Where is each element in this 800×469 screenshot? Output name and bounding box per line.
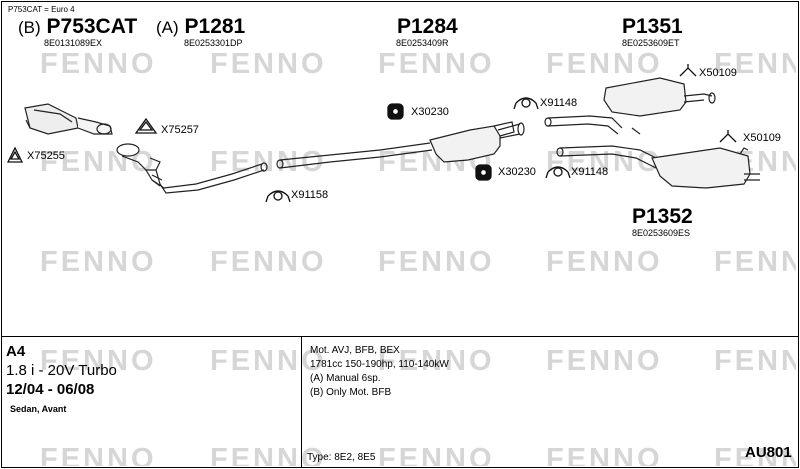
oe-number: 8E0253609ET	[622, 38, 680, 48]
gasket-icon	[6, 146, 24, 163]
fitting-label: X91148	[571, 166, 609, 178]
fitting-label: X30230	[411, 106, 449, 118]
gasket-icon	[134, 117, 158, 134]
watermark: FENNO	[378, 246, 495, 278]
clamp-icon	[513, 97, 539, 110]
watermark: FENNO	[714, 48, 796, 80]
watermark: FENNO	[210, 345, 327, 377]
catalyst-p753cat-drawing	[24, 103, 113, 135]
fitting-label: X91148	[540, 97, 578, 109]
rubber-mount-icon	[387, 103, 404, 120]
watermark: FENNO	[714, 443, 796, 466]
part-code-p1284: P1284	[397, 15, 458, 38]
watermark: FENNO	[378, 345, 495, 377]
fitting-label: X75257	[161, 124, 199, 136]
spec-note-a: (A) Manual 6sp.	[310, 373, 381, 384]
watermark: FENNO	[378, 443, 495, 466]
vehicle-engine: 1.8 i - 20V Turbo	[6, 362, 117, 379]
part-code-p1352: P1352	[632, 205, 693, 228]
watermark: FENNO	[40, 345, 157, 377]
watermark: FENNO	[40, 48, 157, 80]
watermark: FENNO	[546, 48, 663, 80]
rear-silencer-p1352-drawing	[556, 145, 760, 189]
vehicle-body: Sedan, Avant	[10, 404, 67, 414]
fitting-label: X91158	[291, 189, 329, 201]
vehicle-years: 12/04 - 06/08	[6, 381, 95, 398]
info-divider	[301, 336, 302, 467]
oe-number: 8E0253609ES	[632, 228, 691, 238]
info-divider	[1, 336, 798, 337]
hanger-icon	[719, 130, 737, 143]
part-code-p1351: P1351	[622, 15, 683, 38]
rear-silencer-p1351-drawing	[544, 77, 716, 135]
watermark: FENNO	[40, 246, 157, 278]
fitting-label: X75255	[27, 150, 65, 162]
watermark: FENNO	[210, 48, 327, 80]
watermark: FENNO	[210, 146, 327, 178]
clamp-icon	[265, 190, 291, 203]
watermark: FENNO	[210, 443, 327, 466]
part-label-p1281: (A) P1281	[156, 15, 245, 39]
part-code: P1281	[184, 15, 246, 38]
oe-number: 8E0253409R	[396, 38, 449, 48]
spec-type: Type: 8E2, 8E5	[307, 452, 376, 463]
spec-note-b: (B) Only Mot. BFB	[310, 387, 392, 398]
spec-motor: Mot. AVJ, BFB, BEX	[310, 345, 400, 356]
part-code: P753CAT	[46, 15, 138, 38]
catalogue-ref: AU801	[745, 444, 792, 461]
vehicle-model: A4	[6, 343, 26, 360]
part-label-p753cat: (B) P753CAT	[18, 15, 137, 39]
part-prefix: (A)	[156, 18, 179, 37]
watermark: FENNO	[210, 246, 327, 278]
center-silencer-p1284-drawing	[276, 121, 525, 169]
spec-power: 1781cc 150-190hp, 110-140kW	[310, 359, 449, 370]
watermark: FENNO	[546, 345, 663, 377]
watermark: FENNO	[40, 443, 157, 466]
watermark: FENNO	[714, 345, 796, 377]
part-prefix: (B)	[18, 18, 41, 37]
watermark: FENNO	[714, 246, 796, 278]
euro-note: P753CAT = Euro 4	[8, 5, 75, 14]
watermark: FENNO	[546, 443, 663, 466]
hanger-icon	[679, 64, 697, 77]
oe-number: 8E0131089EX	[44, 38, 103, 48]
fitting-label: X50109	[743, 132, 781, 144]
front-pipe-p1281-drawing	[116, 143, 268, 194]
rubber-mount-icon	[475, 164, 492, 181]
oe-number: 8E0253301DP	[184, 38, 243, 48]
fitting-label: X50109	[699, 67, 737, 79]
watermark: FENNO	[546, 246, 663, 278]
watermark: FENNO	[546, 146, 663, 178]
clamp-icon	[545, 166, 571, 179]
fitting-label: X30230	[498, 166, 536, 178]
watermark: FENNO	[378, 48, 495, 80]
